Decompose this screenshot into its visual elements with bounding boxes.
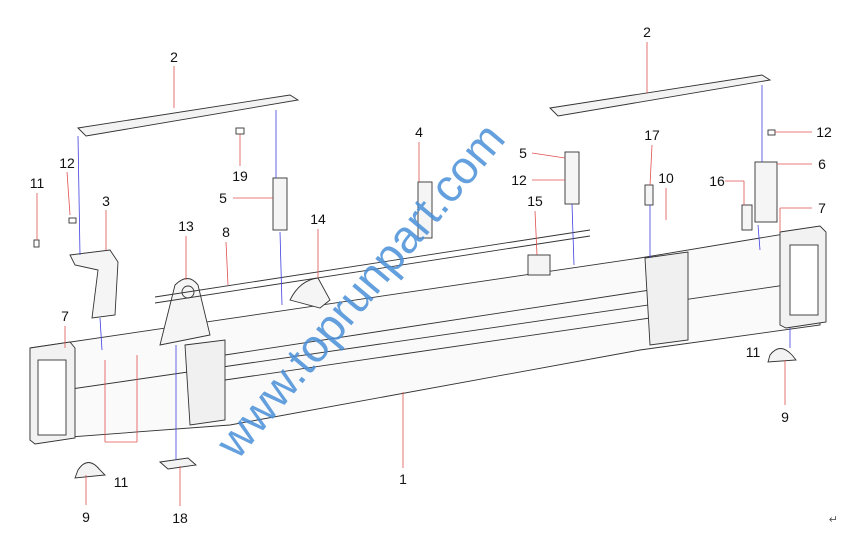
part-number-label: 17 [644, 127, 660, 143]
bracket-3 [69, 249, 119, 319]
part-number-label: 2 [170, 49, 178, 65]
part-number-label: 7 [818, 200, 826, 216]
part-number-label: 11 [29, 175, 45, 191]
part-12-right [767, 129, 776, 136]
part-number-label: 19 [232, 168, 248, 184]
bracket-16 [741, 204, 753, 231]
part-number-label: 12 [59, 155, 75, 171]
bracket-6 [754, 161, 778, 223]
clamp-9-right [767, 348, 797, 363]
part-11 [33, 239, 40, 248]
part-number-label: 6 [818, 156, 826, 172]
part-number-label: 11 [745, 344, 761, 360]
part-number-label: 5 [219, 190, 227, 206]
main-beam [29, 227, 821, 441]
part-number-label: 14 [310, 211, 326, 227]
part-number-label: 10 [658, 170, 674, 186]
part-number-label: 11 [113, 474, 129, 490]
bracket-14 [289, 277, 331, 309]
return-mark: ↵ [828, 514, 838, 526]
leader-lines-blue [77, 85, 791, 460]
bracket-15 [527, 254, 551, 276]
part-number-label: 9 [82, 509, 90, 525]
sleeve-left [184, 339, 226, 426]
bracket-5-right [564, 151, 580, 205]
part-number-label: 4 [415, 124, 423, 140]
part-number-label: 15 [527, 193, 543, 209]
leader-lines-red [36, 42, 812, 506]
clamp-9-left [74, 462, 106, 479]
plate-18 [158, 457, 198, 470]
part-number-label: 16 [709, 173, 725, 189]
part-number-label: 18 [172, 510, 188, 526]
part-number-label: 9 [781, 409, 789, 425]
part-number-label: 12 [816, 124, 832, 140]
rail-right [549, 74, 772, 117]
bracket-17 [644, 184, 654, 206]
part-19 [235, 127, 245, 135]
rail-left [77, 94, 300, 137]
bracket-4 [417, 181, 433, 239]
pivot-bracket [159, 278, 211, 346]
part-number-label: 5 [519, 145, 527, 161]
part-number-label: 7 [61, 308, 69, 324]
part-12 [68, 217, 77, 224]
part-number-label: 1 [399, 471, 407, 487]
part-number-label: 3 [102, 193, 110, 209]
part-number-label: 2 [643, 24, 651, 40]
part-number-label: 13 [178, 218, 194, 234]
sleeve-right [644, 251, 689, 346]
bracket-5-left [272, 177, 288, 231]
part-number-label: 8 [222, 224, 230, 240]
part-number-label: 12 [511, 172, 527, 188]
